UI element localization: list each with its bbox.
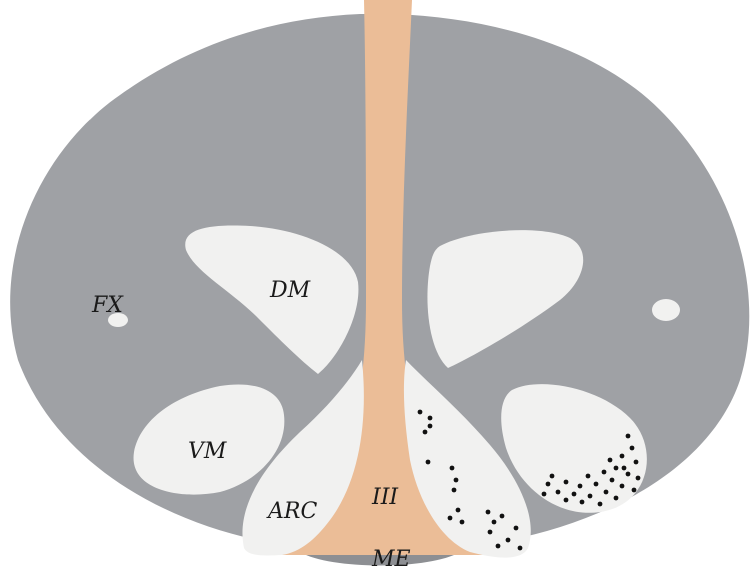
label-vm: VM [188,439,227,464]
label-fx: FX [91,293,124,318]
label-iii: III [371,485,399,510]
label-dm: DM [269,278,311,303]
label-arc: ARC [266,499,317,524]
label-me: ME [371,547,411,572]
fornix-right [652,299,680,321]
